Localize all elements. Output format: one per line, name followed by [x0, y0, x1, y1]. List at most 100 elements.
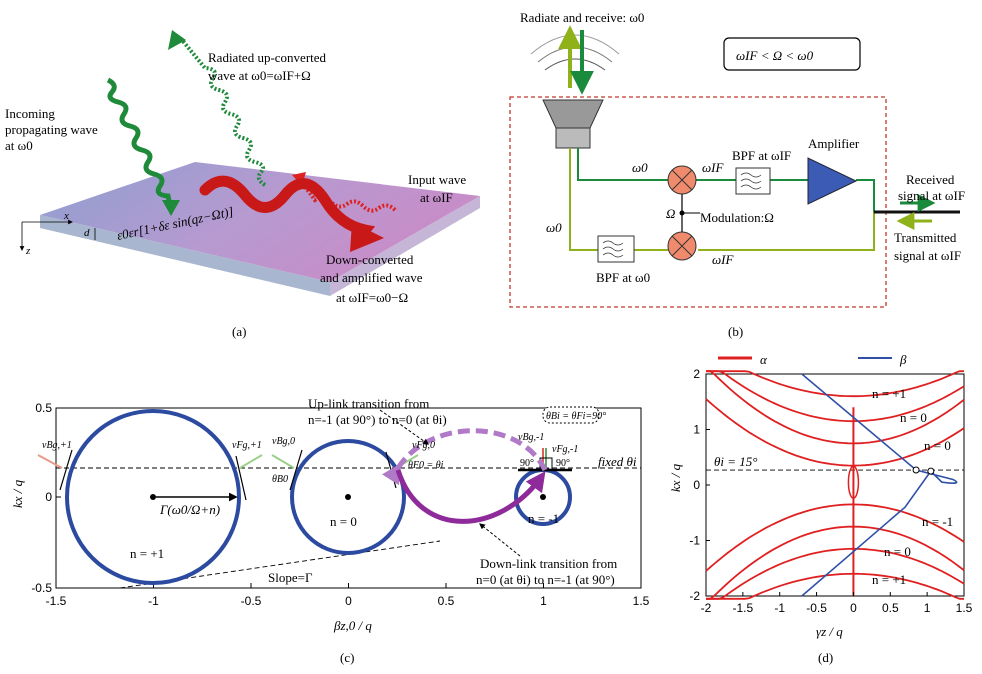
c-ytick-label: -0.5 [31, 581, 52, 595]
incoming-label-3: at ω0 [5, 138, 33, 153]
radiation-arc-3 [530, 34, 620, 55]
bpf-0-box [597, 235, 635, 263]
label-n-p1-bot: n = +1 [872, 572, 906, 587]
c-xtick-label: -0.5 [241, 594, 262, 608]
plot-c-ylabel: kx / q [10, 479, 25, 508]
plot-c-xlabel: βz,0 / q [333, 618, 372, 633]
radiated-label-2: wave at ω0=ωIF+Ω [208, 68, 311, 83]
label-n-0-bot: n = 0 [884, 544, 911, 559]
center-n-minus1 [540, 494, 546, 500]
incoming-label-1: Incoming [5, 106, 55, 121]
input-label-2: at ωIF [420, 190, 453, 205]
tangent-4 [385, 451, 397, 489]
center-n-plus1 [150, 494, 156, 500]
label-theta-d: θi = 15° [714, 454, 757, 469]
inequality-box [723, 37, 861, 71]
amplifier-label: Amplifier [808, 136, 860, 151]
alpha-branch [706, 572, 964, 600]
beta-curve-2 [801, 470, 932, 597]
thickness-label: d [84, 227, 90, 239]
label-n-plus1: n = +1 [130, 546, 164, 561]
bpf-if-label: BPF at ωIF [732, 148, 791, 163]
label-slope: Slope=Γ [268, 570, 313, 585]
beta-point-2 [927, 467, 935, 475]
alpha-branch [706, 547, 965, 600]
rx-path [577, 148, 668, 181]
label-n-minus1: n = -1 [528, 511, 559, 526]
downlink-label-1: Down-link transition from [480, 556, 617, 571]
d-xtick-label: 0.5 [882, 601, 899, 615]
downconverted-arrowhead [350, 222, 384, 252]
plot-d-ylabel: kx / q [668, 463, 683, 492]
alpha-branch [706, 370, 965, 445]
tangent-1 [59, 449, 73, 491]
plot-d-xlabel: γz / q [816, 624, 843, 639]
label-n-0: n = 0 [330, 514, 357, 529]
down-label-3: at ωIF=ω0−Ω [336, 290, 408, 305]
label-90a: 90° [520, 458, 534, 469]
d-xtick-label: 0 [850, 601, 857, 615]
omega0-top-label: ω0 [632, 160, 648, 175]
inequality-text: ωIF < Ω < ω0 [736, 48, 814, 63]
axis-x-label: x [63, 210, 69, 222]
vg-f-plus1-arrow [239, 454, 263, 469]
label-gamma: Γ(ω0/Ω+n) [159, 502, 220, 517]
radiated-wave [180, 38, 267, 187]
horn-antenna [542, 99, 604, 129]
uplink-label-1: Up-link transition from [308, 396, 429, 411]
radiation-arc-2 [537, 46, 613, 63]
vg-b-0-arrow [271, 454, 295, 469]
panel-a: x z d Incoming propagating wave at ω0 Ra… [5, 30, 480, 339]
mixer-top-cross [671, 169, 693, 191]
radiated-arrowhead [168, 30, 186, 50]
theta-eq-box [542, 406, 600, 424]
c-xtick-label: 0.5 [438, 594, 455, 608]
transmitted-label-2: signal at ωIF [894, 248, 961, 263]
alpha-branch [706, 370, 965, 423]
tx-path-1 [698, 212, 875, 251]
bpf-if-icon [740, 172, 762, 190]
axis-z-label: z [25, 245, 31, 257]
c-ytick-label: 0.5 [35, 401, 52, 415]
alpha-branch [706, 525, 965, 600]
tangent-3 [289, 449, 303, 491]
vg-b-plus1-arrow [37, 454, 63, 469]
label-vf-plus1: vFg,+1 [232, 440, 262, 451]
d-xtick-label: -1.5 [733, 601, 754, 615]
d-xtick-label: -2 [701, 601, 712, 615]
slope-line [119, 540, 441, 589]
down-label-2: and amplified wave [320, 270, 423, 285]
downlink-arrow [395, 469, 546, 524]
down-label-1: Down-converted [326, 252, 414, 267]
input-wave [298, 178, 397, 213]
legend-beta-label: β [899, 352, 907, 367]
slab-side [330, 196, 480, 296]
d-xtick-label: -0.5 [806, 601, 827, 615]
d-ytick-label: -1 [689, 534, 700, 548]
modulation-label: Modulation:Ω [700, 210, 774, 225]
radiate-label: Radiate and receive: ω0 [520, 10, 644, 25]
center-n-0 [345, 494, 351, 500]
c-ytick-label: 0 [45, 490, 52, 504]
received-label-1: Received [906, 172, 955, 187]
label-n-0-mid: n = 0 [924, 438, 951, 453]
alpha-branch [705, 503, 965, 572]
label-theta-f0: θF0 = θi [408, 460, 444, 471]
label-vf-0: vFg,0 [412, 440, 435, 451]
downlink-callout [479, 523, 521, 557]
circle-n-plus1 [65, 409, 241, 585]
label-vb-m1: vBg,-1 [518, 432, 544, 443]
circle-n-0 [290, 439, 406, 555]
c-xtick-label: 0 [345, 594, 352, 608]
tx-path-3 [569, 148, 598, 251]
alpha-loop [847, 465, 860, 499]
omega-if-bottom-label: ωIF [712, 252, 735, 267]
radiated-label-1: Radiated up-converted [208, 50, 327, 65]
d-xtick-label: 1 [924, 601, 931, 615]
beta-point-1 [912, 466, 920, 474]
mixer-bottom-cross [671, 235, 693, 257]
